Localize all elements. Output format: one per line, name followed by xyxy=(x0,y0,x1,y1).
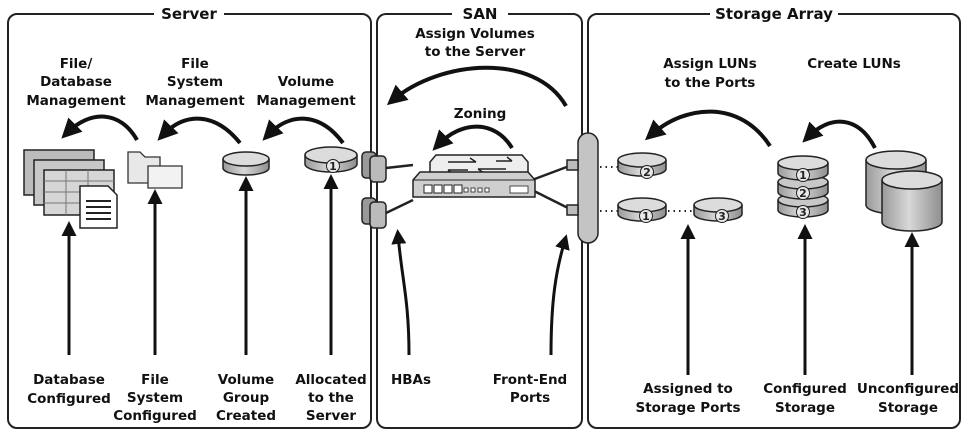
svg-text:System: System xyxy=(167,74,223,90)
port-link-dotted xyxy=(600,166,692,212)
lun-number: 3 xyxy=(718,210,726,223)
svg-text:Configured: Configured xyxy=(27,391,111,407)
svg-text:Storage: Storage xyxy=(775,400,835,416)
svg-text:Allocated: Allocated xyxy=(295,372,366,388)
unconfigured-storage-icon xyxy=(865,150,943,232)
svg-text:Front-End: Front-End xyxy=(493,372,567,388)
svg-text:Database: Database xyxy=(40,74,112,90)
db-configured-label: Database Configured xyxy=(27,372,111,407)
file-system-management-arrow xyxy=(157,116,242,145)
storage-panel-title: Storage Array xyxy=(715,5,833,23)
lun-number: 1 xyxy=(799,169,807,182)
unconfigured-storage-label: Unconfigured Storage xyxy=(857,381,959,416)
svg-text:Storage: Storage xyxy=(878,400,938,416)
file-db-management-arrow xyxy=(61,114,139,142)
volume-management-label: Volume Management xyxy=(256,74,356,109)
lun-number: 3 xyxy=(799,206,807,219)
svg-text:File: File xyxy=(181,56,209,72)
zoning-label: Zoning xyxy=(454,106,507,122)
assigned-ports-label: Assigned to Storage Ports xyxy=(635,381,740,416)
lun-number: 2 xyxy=(799,187,807,200)
port2-lun1-disk-icon: 1 xyxy=(617,197,667,223)
fc-link xyxy=(385,163,573,215)
port2-lun3-disk-icon: 3 xyxy=(693,197,743,223)
port1-lun-disk-icon: 2 xyxy=(617,152,667,179)
file-system-management-label: File System Management xyxy=(145,56,245,109)
assign-volumes-label: Assign Volumes to the Server xyxy=(415,26,535,60)
svg-text:Assign Volumes: Assign Volumes xyxy=(415,26,535,42)
svg-text:System: System xyxy=(127,390,183,406)
create-luns-label: Create LUNs xyxy=(807,56,901,72)
allocated-label: Allocated to the Server xyxy=(295,372,366,424)
allocated-volume-disk-icon: 1 xyxy=(304,146,358,173)
hba-icon xyxy=(361,151,387,229)
assign-luns-arrow xyxy=(645,109,772,148)
svg-text:Group: Group xyxy=(223,390,270,406)
svg-text:File/: File/ xyxy=(60,56,93,72)
svg-text:to the Ports: to the Ports xyxy=(665,75,756,91)
bottom-arrows xyxy=(61,174,920,375)
hbas-label: HBAs xyxy=(391,372,431,388)
server-panel-title: Server xyxy=(161,5,217,23)
svg-text:Configured: Configured xyxy=(113,408,197,424)
fs-configured-label: File System Configured xyxy=(113,372,197,424)
front-end-arrow xyxy=(549,234,570,356)
configured-storage-label: Configured Storage xyxy=(763,381,847,416)
svg-text:Configured: Configured xyxy=(763,381,847,397)
svg-text:Ports: Ports xyxy=(510,390,550,406)
zoning-arrow xyxy=(432,124,514,151)
svg-text:to the: to the xyxy=(308,390,354,406)
assign-volumes-arrow xyxy=(386,65,568,107)
lun-number: 2 xyxy=(643,166,651,179)
svg-text:Created: Created xyxy=(216,408,276,424)
svg-text:to the Server: to the Server xyxy=(425,44,526,60)
svg-text:Volume: Volume xyxy=(278,74,334,90)
assign-luns-label: Assign LUNs to the Ports xyxy=(663,56,757,91)
svg-text:Management: Management xyxy=(256,93,356,109)
svg-text:File: File xyxy=(141,372,169,388)
lun-number: 1 xyxy=(642,210,650,223)
folder-icon xyxy=(127,151,183,189)
lun-number: 1 xyxy=(329,160,337,173)
svg-text:Volume: Volume xyxy=(218,372,274,388)
database-tables-icon xyxy=(23,149,115,216)
svg-text:Assign LUNs: Assign LUNs xyxy=(663,56,757,72)
svg-text:Assigned to: Assigned to xyxy=(643,381,733,397)
svg-text:Database: Database xyxy=(33,372,105,388)
front-end-ports-icon xyxy=(566,132,599,244)
san-panel xyxy=(376,13,583,429)
file-db-management-label: File/ Database Management xyxy=(26,56,126,109)
svg-text:Management: Management xyxy=(26,93,126,109)
front-end-ports-label: Front-End Ports xyxy=(493,372,567,406)
svg-text:Server: Server xyxy=(306,408,356,424)
document-icon xyxy=(79,185,118,229)
volume-group-disk-icon xyxy=(222,151,270,176)
svg-text:Management: Management xyxy=(145,93,245,109)
svg-text:Storage Ports: Storage Ports xyxy=(635,400,740,416)
configured-lun-stack-icon: 1 2 3 xyxy=(777,155,829,219)
vg-created-label: Volume Group Created xyxy=(216,372,276,424)
volume-management-arrow xyxy=(262,116,345,145)
create-luns-arrow xyxy=(802,119,877,149)
hba-arrow xyxy=(391,229,411,356)
san-panel-title: SAN xyxy=(463,5,498,23)
fc-switch-icon xyxy=(412,154,536,198)
svg-text:Unconfigured: Unconfigured xyxy=(857,381,959,397)
